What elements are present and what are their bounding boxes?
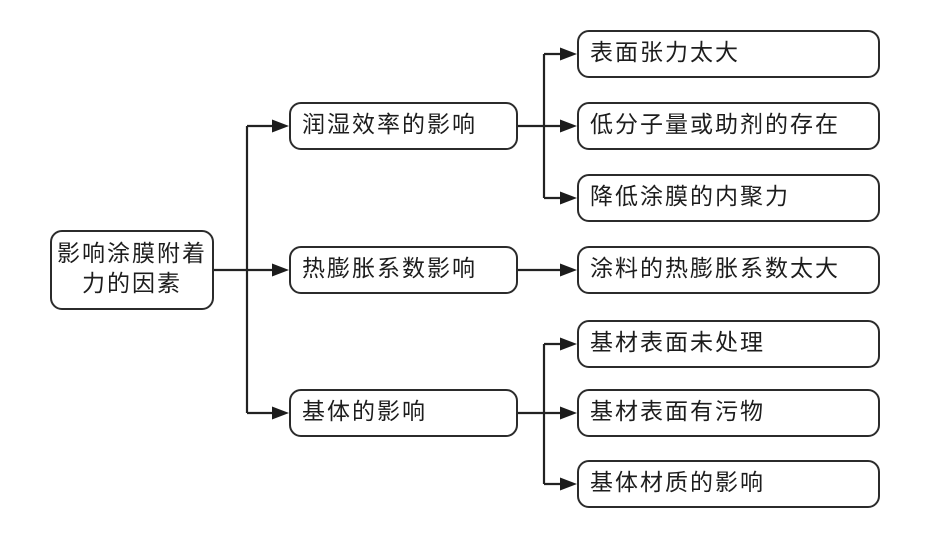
leaf-label: 降低涂膜的内聚力 [590, 184, 790, 211]
leaf-label: 基材表面有污物 [590, 399, 765, 426]
arrowhead-leaf2 [560, 119, 577, 133]
node-leaf-reduced-cohesion: 降低涂膜的内聚力 [577, 174, 880, 222]
node-root-line2: 力的因素 [82, 271, 182, 297]
arrowhead-branch2 [272, 263, 289, 277]
node-branch-thermal-expansion: 热膨胀系数影响 [289, 246, 518, 294]
node-leaf-surface-contaminated: 基材表面有污物 [577, 389, 880, 437]
branch-label: 基体的影响 [302, 399, 427, 426]
node-root: 影响涂膜附着 力的因素 [50, 230, 214, 310]
arrowhead-branch1 [272, 119, 289, 133]
branch-label: 热膨胀系数影响 [302, 256, 477, 283]
arrowhead-leaf5 [560, 337, 577, 351]
arrowhead-leaf6 [560, 406, 577, 420]
leaf-label: 基材表面未处理 [590, 330, 765, 357]
leaf-label: 涂料的热膨胀系数太大 [590, 256, 840, 283]
leaf-label: 基体材质的影响 [590, 470, 765, 497]
node-leaf-surface-untreated: 基材表面未处理 [577, 320, 880, 368]
branch-label: 润湿效率的影响 [302, 112, 477, 139]
arrowhead-leaf7 [560, 477, 577, 491]
node-leaf-coating-expansion-too-large: 涂料的热膨胀系数太大 [577, 246, 880, 294]
node-branch-substrate: 基体的影响 [289, 389, 518, 437]
node-leaf-surface-tension: 表面张力太大 [577, 30, 880, 78]
node-leaf-substrate-material: 基体材质的影响 [577, 460, 880, 508]
arrowhead-branch3 [272, 406, 289, 420]
node-root-line1: 影响涂膜附着 [57, 241, 207, 268]
arrowhead-leaf1 [560, 47, 577, 61]
arrowhead-leaf4 [560, 263, 577, 277]
leaf-label: 表面张力太大 [590, 40, 740, 67]
node-branch-wetting-efficiency: 润湿效率的影响 [289, 102, 518, 150]
leaf-label: 低分子量或助剂的存在 [590, 112, 840, 139]
arrowhead-leaf3 [560, 191, 577, 205]
node-leaf-low-molecular-weight: 低分子量或助剂的存在 [577, 102, 880, 150]
